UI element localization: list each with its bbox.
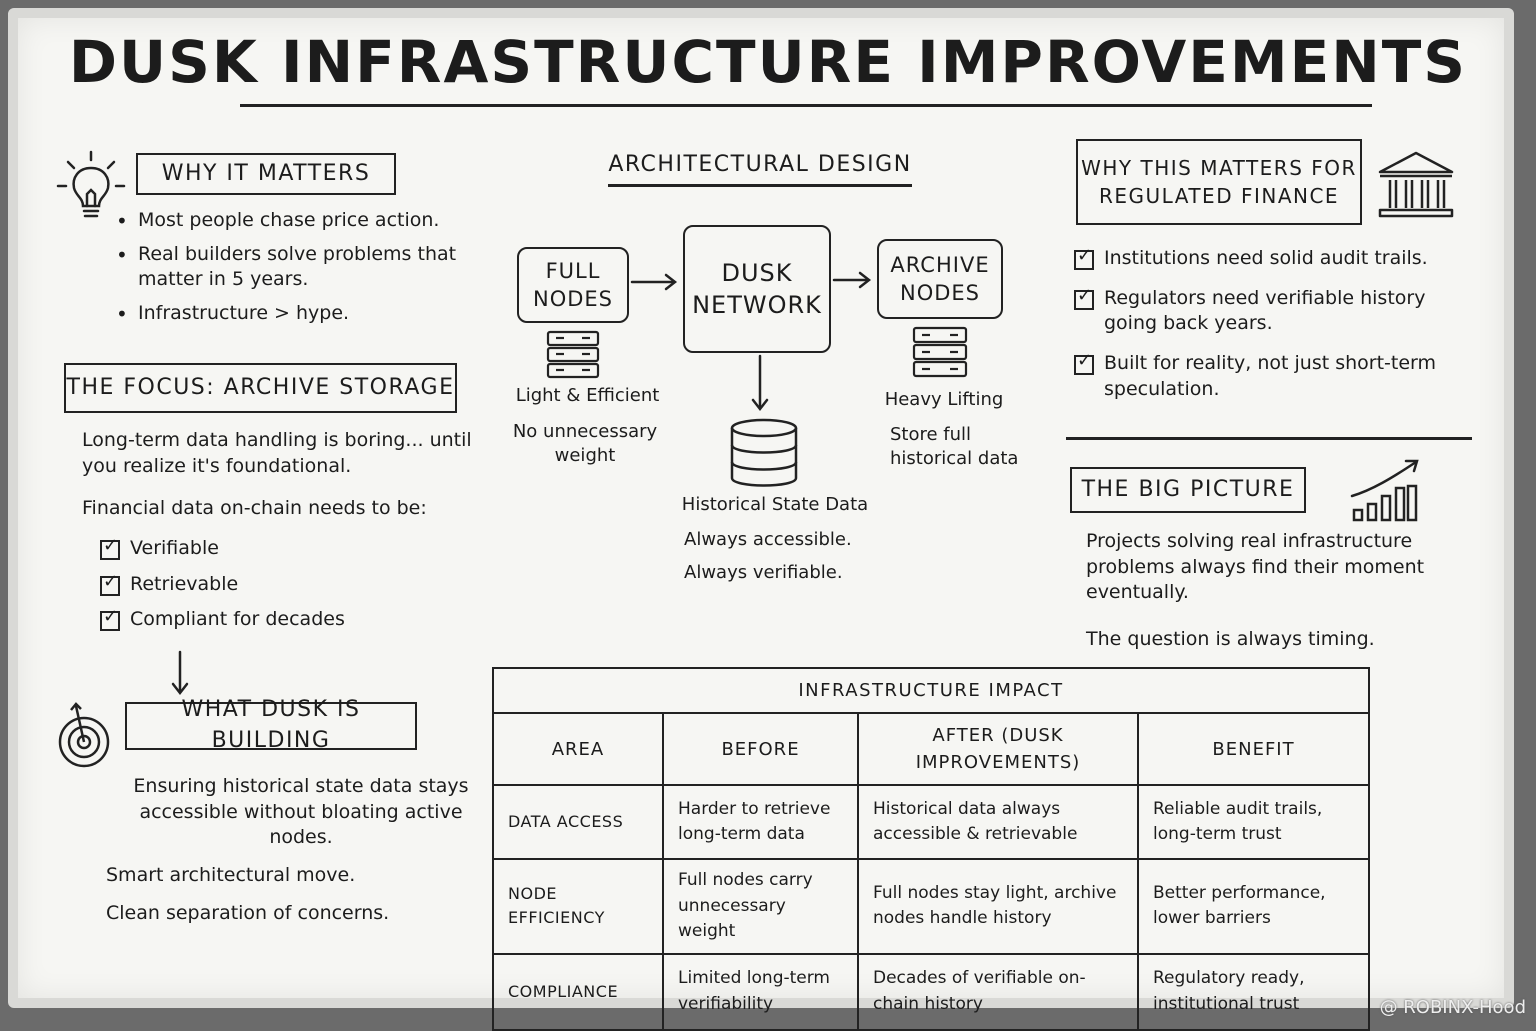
column-header: BENEFIT xyxy=(1137,712,1370,786)
checkbox-icon xyxy=(100,570,120,596)
table-cell: Decades of verifiable on-chain history xyxy=(857,952,1139,1031)
list-item: Regulators need verifiable history going… xyxy=(1074,284,1474,337)
building-heading: WHAT DUSK IS BUILDING xyxy=(125,697,417,753)
table-cell: Full nodes carry unnecessary weight xyxy=(662,858,859,955)
regulated-checklist: Institutions need solid audit trails. Re… xyxy=(1074,244,1474,412)
table-cell: Reliable audit trails, long-term trust xyxy=(1137,784,1370,860)
column-header: BEFORE xyxy=(662,712,859,786)
watermark: @ ROBINX-Hood xyxy=(1379,997,1526,1018)
big-picture-timing: The question is always timing. xyxy=(1086,628,1375,650)
big-picture-heading: THE BIG PICTURE xyxy=(1070,467,1306,513)
column-header: AREA xyxy=(492,712,664,786)
building-line: Ensuring historical state data stays acc… xyxy=(133,775,469,849)
database-line: Always accessible. xyxy=(684,529,852,550)
database-line: Always verifiable. xyxy=(684,562,843,583)
lightbulb-icon xyxy=(56,150,126,225)
divider xyxy=(1066,437,1472,440)
impact-table: INFRASTRUCTURE IMPACT AREA BEFORE AFTER … xyxy=(492,667,1370,1031)
list-item: Compliant for decades xyxy=(100,605,420,633)
table-cell: NODE EFFICIENCY xyxy=(492,858,664,955)
building-line: Clean separation of concerns. xyxy=(106,901,390,924)
table-cell: Regulatory ready, institutional trust xyxy=(1137,952,1370,1031)
focus-requirements-label: Financial data on-chain needs to be: xyxy=(82,497,427,519)
table-cell: Limited long-term verifiability xyxy=(662,952,859,1031)
architecture-underline xyxy=(608,184,912,187)
list-item: Real builders solve problems that matter… xyxy=(114,242,474,293)
table-row: COMPLIANCE Limited long-term verifiabili… xyxy=(492,952,1370,1031)
list-item: Built for reality, not just short-term s… xyxy=(1074,349,1474,402)
why-it-matters-list: Most people chase price action. Real bui… xyxy=(114,208,474,335)
growth-chart-icon xyxy=(1348,456,1422,522)
archive-nodes-subcaption: Store full historical data xyxy=(890,424,1019,470)
focus-checklist: Verifiable Retrievable Compliant for dec… xyxy=(100,534,420,643)
regulated-heading: WHY THIS MATTERS FOR REGULATED FINANCE xyxy=(1076,139,1362,225)
focus-heading: THE FOCUS: ARCHIVE STORAGE xyxy=(64,363,457,413)
table-cell: Historical data always accessible & retr… xyxy=(857,784,1139,860)
building-description: Ensuring historical state data stays acc… xyxy=(106,774,496,926)
checkbox-icon xyxy=(100,534,120,560)
dusk-network-box: DUSK NETWORK xyxy=(683,225,831,353)
checkbox-icon xyxy=(1074,244,1094,270)
down-arrow-icon xyxy=(170,650,190,696)
list-item: Retrievable xyxy=(100,570,420,598)
list-item: Institutions need solid audit trails. xyxy=(1074,244,1474,272)
bank-icon xyxy=(1376,150,1456,222)
big-picture-text: Projects solving real infrastructure pro… xyxy=(1086,530,1425,604)
architecture-heading: ARCHITECTURAL DESIGN xyxy=(608,152,912,177)
focus-intro: Long-term data handling is boring... unt… xyxy=(82,429,472,477)
title-underline xyxy=(240,104,1372,107)
archive-nodes-caption: Heavy Lifting xyxy=(884,389,1004,410)
database-label: Historical State Data xyxy=(681,494,869,515)
archive-nodes-box: ARCHIVE NODES xyxy=(877,239,1003,319)
building-line: Smart architectural move. xyxy=(106,863,356,886)
table-cell: Better performance, lower barriers xyxy=(1137,858,1370,955)
table-row: DATA ACCESS Harder to retrieve long-term… xyxy=(492,784,1370,860)
database-icon xyxy=(728,418,800,488)
checkbox-icon xyxy=(1074,284,1094,310)
why-it-matters-heading: WHY IT MATTERS xyxy=(136,153,396,195)
list-item: Infrastructure > hype. xyxy=(114,301,474,328)
table-cell: DATA ACCESS xyxy=(492,784,664,860)
table-header-row: AREA BEFORE AFTER (DUSK IMPROVEMENTS) BE… xyxy=(492,712,1370,786)
checkbox-icon xyxy=(100,605,120,632)
full-nodes-caption: Light & Efficient xyxy=(515,385,660,406)
checkbox-icon xyxy=(1074,349,1094,375)
target-icon xyxy=(56,700,116,768)
column-header: AFTER (DUSK IMPROVEMENTS) xyxy=(857,712,1139,786)
list-item: Most people chase price action. xyxy=(114,208,474,235)
table-cell: Harder to retrieve long-term data xyxy=(662,784,859,860)
table-cell: Full nodes stay light, archive nodes han… xyxy=(857,858,1139,955)
table-caption: INFRASTRUCTURE IMPACT xyxy=(492,667,1370,714)
list-item: Verifiable xyxy=(100,534,420,562)
full-nodes-subcaption: No unnecessary weight xyxy=(512,421,658,467)
table-row: NODE EFFICIENCY Full nodes carry unneces… xyxy=(492,858,1370,955)
full-nodes-box: FULL NODES xyxy=(517,247,629,323)
page-title: DUSK INFRASTRUCTURE IMPROVEMENTS xyxy=(68,28,1468,96)
table-cell: COMPLIANCE xyxy=(492,952,664,1031)
server-icon xyxy=(912,326,968,378)
table-caption-row: INFRASTRUCTURE IMPACT xyxy=(492,667,1370,714)
server-icon xyxy=(546,330,600,380)
